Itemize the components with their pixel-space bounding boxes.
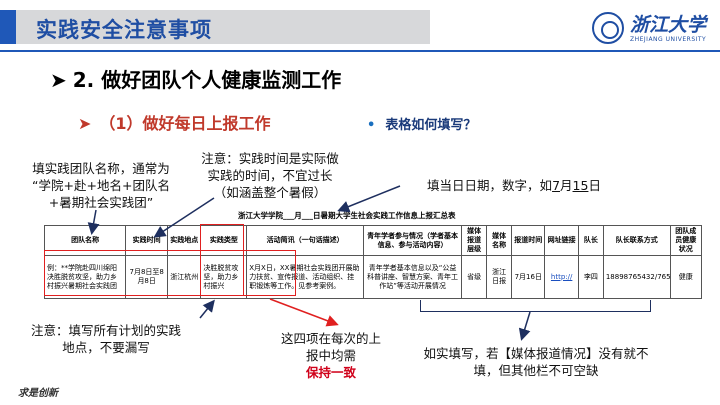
col-health: 团队成员健康状况	[669, 225, 703, 256]
header-accent-tab	[0, 10, 16, 44]
cell-leader: 李四	[577, 255, 604, 299]
cell-place: 浙江杭州	[167, 255, 202, 299]
header-rule	[0, 50, 720, 52]
col-media-name: 媒体名称	[486, 225, 513, 256]
cell-media-name: 浙江日报	[486, 255, 513, 299]
subsection-heading: ➤（1）做好每日上报工作	[78, 114, 271, 133]
cell-scholars: 青年学者基本信息以及“公益科普讲座、智慧方案、青年工作站”等活动开展情况	[363, 255, 463, 299]
col-brief: 活动简讯（一句话描述）	[246, 225, 365, 256]
cell-media-level: 省级	[461, 255, 488, 299]
arrow-date	[337, 185, 401, 213]
arrow-four-items	[269, 298, 339, 327]
logo-name-zh: 浙江大学	[630, 14, 707, 36]
cell-type: 决胜脱贫攻坚，助力乡村振兴	[200, 255, 248, 299]
arrow-media	[518, 311, 531, 341]
cell-url: http://	[544, 255, 579, 299]
table-row: 例：**学院赴四川绵阳决胜脱贫攻坚，助力乡村振兴暑期社会实践团 7月8日至8月8…	[43, 255, 703, 299]
cell-health: 健康	[669, 255, 703, 299]
highlight-four-columns	[44, 250, 296, 296]
highlight-place-column	[200, 224, 244, 296]
form-title: 浙江大学学院___月___日暑期大学生社会实践工作信息上报汇总表	[238, 211, 456, 220]
media-bracket-left	[420, 300, 421, 312]
note-places: 注意：填写所有计划的实践地点，不要漏写	[30, 323, 181, 355]
media-bracket	[420, 311, 650, 312]
note-practice-time: 注意：实践时间是实际做实践的时间，不宜过长（如涵盖整个暑假）	[201, 151, 339, 200]
note-date: 填当日日期，数字，如7月15日	[427, 178, 601, 193]
col-leader: 队长	[577, 225, 604, 256]
arrow-bullet-icon: ➤	[78, 114, 92, 133]
header-band	[0, 10, 430, 44]
cell-time: 7月8日至8月8日	[125, 255, 169, 299]
footer-signature: 求是创新	[18, 388, 58, 399]
bullet-question: •表格如何填写？	[367, 118, 477, 133]
col-media-level: 媒体报道层级	[461, 225, 488, 256]
arrow-bullet-icon: ➤	[50, 68, 67, 92]
cell-report-time: 7月16日	[511, 255, 546, 299]
note-four-items-emphasis: 保持一致	[305, 365, 356, 380]
section-heading: ➤2. 做好团队个人健康监测工作	[50, 68, 342, 92]
col-scholars: 青年学者参与情况（学者基本信息、参与活动内容）	[363, 225, 463, 256]
university-logo: 浙江大学 ZHEJIANG UNIVERSITY	[592, 10, 714, 48]
slide-title: 实践安全注意事项	[36, 18, 212, 42]
cell-brief: X月X日，XX暑期社会实践团开展助力扶贫、宣传报道、活动组织、挂职锻炼等工作。见…	[246, 255, 365, 299]
cell-team-name: 例：**学院赴四川绵阳决胜脱贫攻坚，助力乡村振兴暑期社会实践团	[43, 255, 127, 299]
note-four-items: 这四项在每次的上报中均需保持一致	[276, 330, 386, 381]
logo-name-en: ZHEJIANG UNIVERSITY	[630, 36, 707, 43]
col-leader-contact: 队长联系方式	[602, 225, 671, 256]
arrow-places	[199, 299, 215, 319]
slide-header: 实践安全注意事项 浙江大学 ZHEJIANG UNIVERSITY	[0, 0, 720, 53]
bullet-dot-icon: •	[367, 118, 376, 133]
note-media: 如实填写，若【媒体报道情况】没有就不填，但其他栏不可空缺	[423, 346, 649, 378]
col-url: 网址链接	[544, 225, 579, 256]
cell-leader-contact: 18898765432/765432	[602, 255, 671, 299]
university-seal-icon	[592, 12, 624, 44]
media-bracket-right	[650, 300, 651, 312]
col-report-time: 报道时间	[511, 225, 546, 256]
note-team-name: 填实践团队名称，通常为 “学院+赴+地名+团队名+暑期社会实践团”	[32, 161, 170, 210]
